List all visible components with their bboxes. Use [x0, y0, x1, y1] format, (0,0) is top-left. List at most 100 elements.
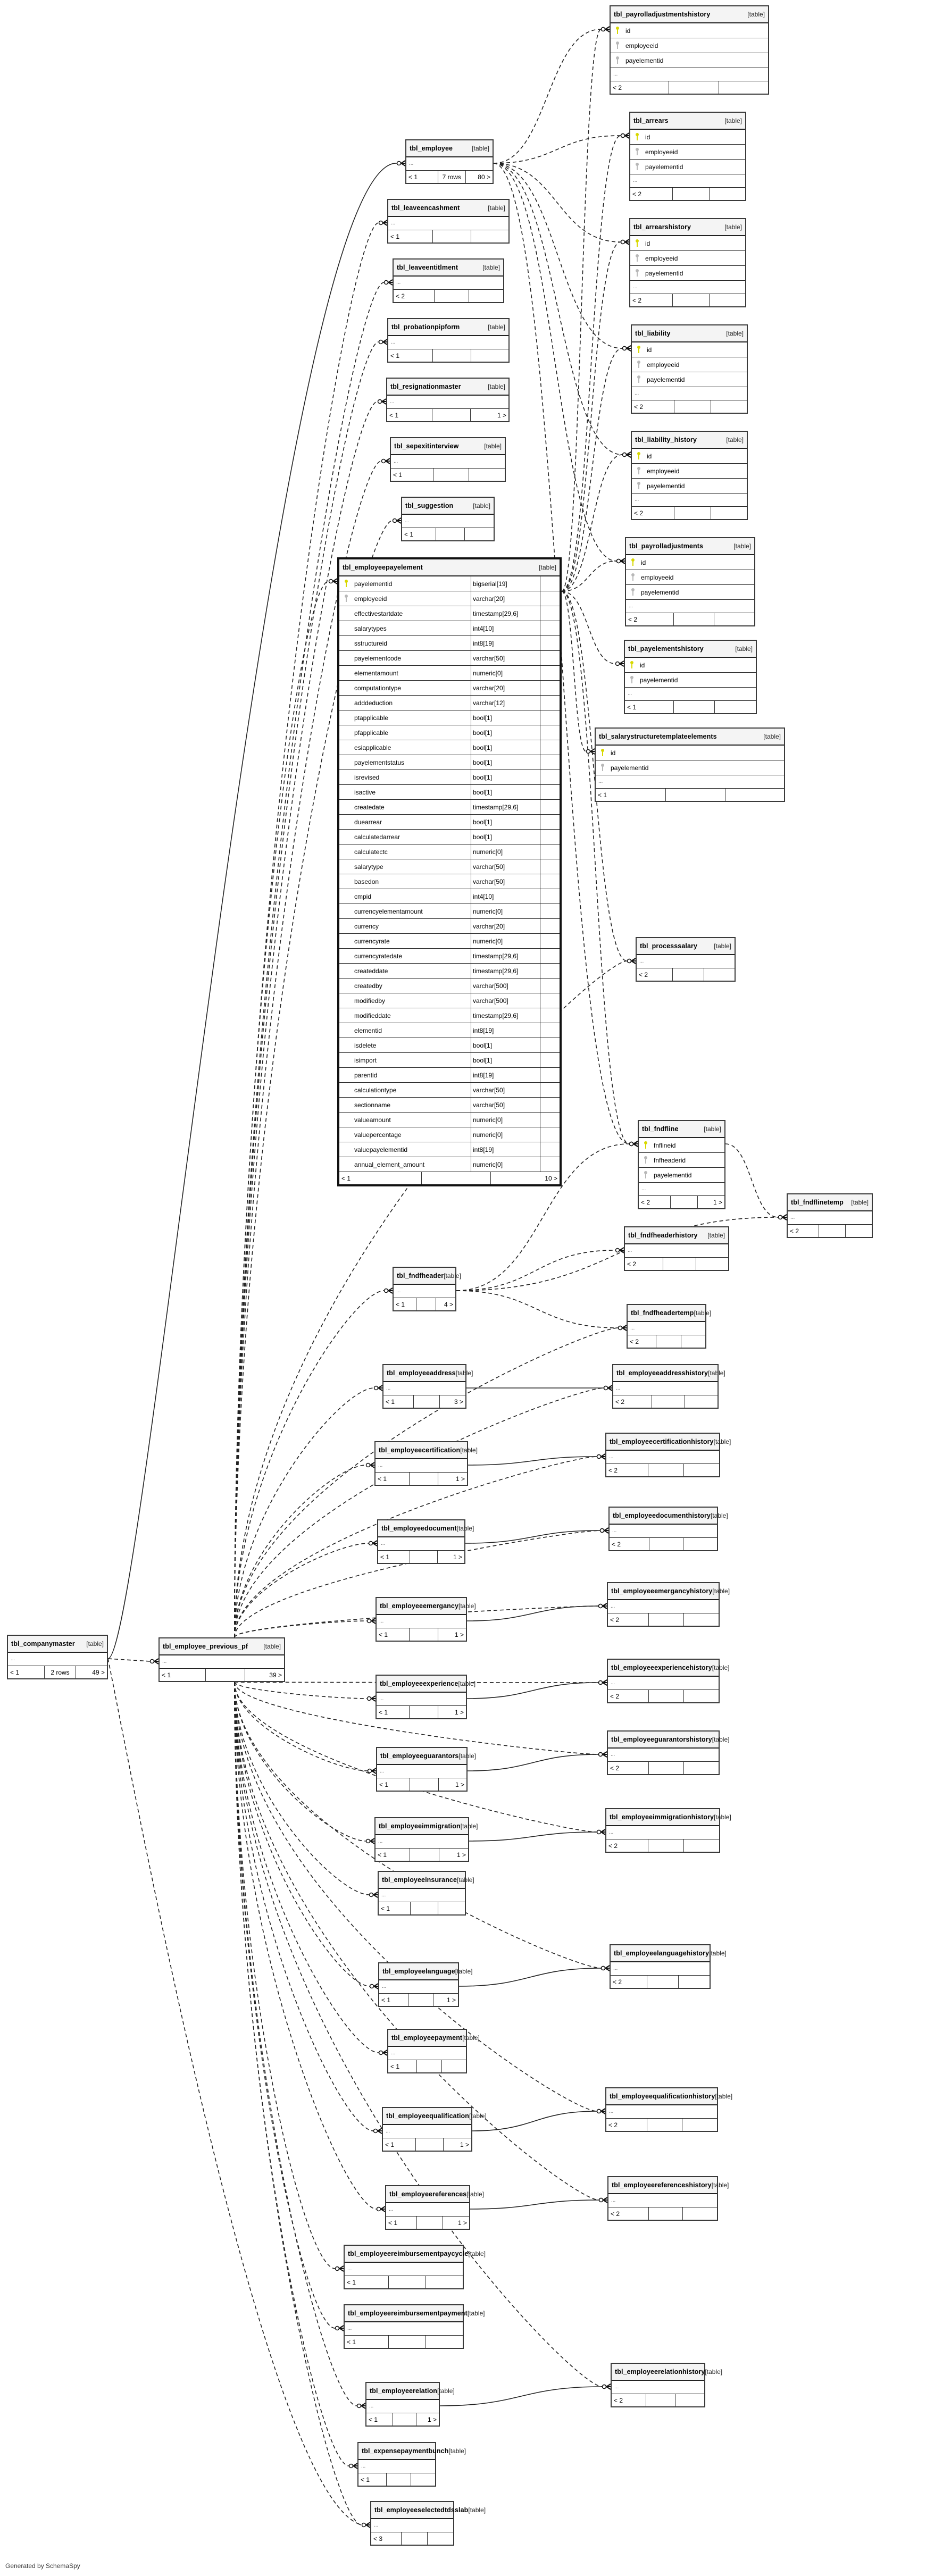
table-name[interactable]: tbl_expensepaymentbunch: [362, 2447, 449, 2455]
table-header[interactable]: tbl_arrears[table]: [630, 113, 745, 130]
table-header[interactable]: tbl_employeeaddress[table]: [383, 1365, 473, 1382]
parents-count[interactable]: < 1: [377, 1706, 410, 1718]
table-name[interactable]: tbl_fndflinetemp: [791, 1198, 844, 1206]
table-header[interactable]: tbl_employeecertificationhistory[table]: [606, 1434, 731, 1451]
children-count[interactable]: 1 >: [455, 1780, 464, 1788]
table-name[interactable]: tbl_companymaster: [11, 1640, 75, 1647]
children-count[interactable]: [711, 400, 747, 413]
table-name[interactable]: tbl_leaveentitlment: [397, 263, 458, 271]
more-columns-ellipsis[interactable]: ...: [345, 2263, 463, 2276]
more-columns-ellipsis[interactable]: ...: [608, 1677, 719, 1690]
parents-count[interactable]: < 2: [608, 2207, 649, 2220]
parents-count[interactable]: < 1: [383, 1395, 414, 1408]
more-columns-ellipsis[interactable]: ...: [387, 396, 508, 409]
table-name[interactable]: tbl_employeeselectedtdsslab: [374, 2506, 469, 2514]
more-columns-ellipsis[interactable]: ...: [612, 2381, 704, 2394]
more-columns-ellipsis[interactable]: ...: [388, 336, 508, 349]
table-name[interactable]: tbl_employeerelationhistory: [615, 2368, 705, 2376]
more-columns-ellipsis[interactable]: ...: [613, 1382, 718, 1395]
table-tbl-suggestion[interactable]: tbl_suggestion[table]...< 1: [401, 497, 495, 541]
table-header[interactable]: tbl_arrearshistory[table]: [630, 219, 745, 236]
column-row[interactable]: id: [626, 555, 754, 570]
parents-count[interactable]: < 1: [345, 2276, 389, 2288]
table-name[interactable]: tbl_payrolladjustments: [629, 542, 704, 550]
table-name[interactable]: tbl_probationpipform: [391, 323, 460, 331]
children-count[interactable]: 10 >: [545, 1174, 557, 1182]
children-count[interactable]: 1 >: [446, 1996, 456, 2004]
children-count[interactable]: 39 >: [269, 1671, 282, 1679]
table-header[interactable]: tbl_fndfheadertemp[table]: [628, 1305, 711, 1322]
column-row[interactable]: id: [630, 236, 745, 251]
children-count[interactable]: [714, 613, 754, 625]
parents-count[interactable]: < 1: [383, 2138, 416, 2151]
table-header[interactable]: tbl_employeeguarantors[table]: [377, 1748, 476, 1765]
table-name[interactable]: tbl_arrears: [633, 116, 669, 124]
table-name[interactable]: tbl_employeelanguage: [382, 1967, 455, 1975]
table-tbl-employeerelationhistory[interactable]: tbl_employeerelationhistory[table]...< 2: [611, 2363, 722, 2407]
table-name[interactable]: tbl_payrolladjustmentshistory: [614, 10, 711, 18]
children-count[interactable]: [683, 1538, 717, 1550]
table-tbl-leaveentitlment[interactable]: tbl_leaveentitlment[table]...< 2: [393, 258, 504, 303]
children-count[interactable]: 1 >: [454, 1630, 464, 1638]
children-count[interactable]: [710, 294, 745, 306]
more-columns-ellipsis[interactable]: ...: [406, 157, 493, 171]
table-name[interactable]: tbl_salarystructuretemplateelements: [599, 732, 717, 740]
parents-count[interactable]: < 1: [388, 230, 433, 242]
table-tbl-employeereimbursementpayment[interactable]: tbl_employeereimbursementpayment[table].…: [344, 2304, 485, 2349]
children-count[interactable]: 80 >: [478, 173, 490, 181]
children-count[interactable]: [469, 469, 505, 481]
column-row[interactable]: payelementid: [596, 760, 784, 775]
parents-count[interactable]: < 2: [639, 1196, 671, 1208]
table-header[interactable]: tbl_sepexitinterview[table]: [391, 438, 505, 455]
parents-count[interactable]: < 1: [387, 409, 432, 421]
parents-count[interactable]: < 2: [608, 1762, 649, 1774]
table-header[interactable]: tbl_employeeimmigration[table]: [376, 1818, 478, 1835]
parents-count[interactable]: < 2: [630, 294, 673, 306]
more-columns-ellipsis[interactable]: ...: [639, 1183, 724, 1196]
table-name[interactable]: tbl_fndfheaderhistory: [628, 1231, 698, 1239]
table-header[interactable]: tbl_employeeexperiencehistory[table]: [608, 1660, 730, 1677]
column-row[interactable]: payelementid: [639, 1168, 724, 1183]
table-header[interactable]: tbl_employeeemergancy[table]: [377, 1598, 476, 1615]
more-columns-ellipsis[interactable]: ...: [632, 387, 747, 400]
table-name[interactable]: tbl_employeecertification: [379, 1446, 461, 1454]
more-columns-ellipsis[interactable]: ...: [379, 1889, 465, 1902]
more-columns-ellipsis[interactable]: ...: [378, 1537, 464, 1551]
parents-count[interactable]: < 1: [345, 2336, 389, 2348]
column-row[interactable]: payelementid: [632, 372, 747, 387]
parents-count[interactable]: < 2: [608, 1690, 649, 1702]
more-columns-ellipsis[interactable]: ...: [377, 1693, 466, 1706]
more-columns-ellipsis[interactable]: ...: [608, 1600, 719, 1613]
more-columns-ellipsis[interactable]: ...: [383, 2125, 471, 2138]
table-name[interactable]: tbl_employeereferenceshistory: [612, 2181, 712, 2189]
table-tbl-salarystructuretemplateelements[interactable]: tbl_salarystructuretemplateelements[tabl…: [595, 727, 785, 802]
table-name[interactable]: tbl_employeecertificationhistory: [610, 1437, 714, 1445]
more-columns-ellipsis[interactable]: ...: [377, 1765, 466, 1778]
children-count[interactable]: 1 >: [713, 1198, 722, 1206]
table-name[interactable]: tbl_employeeaddresshistory: [616, 1369, 708, 1377]
children-count[interactable]: 1 >: [460, 2140, 469, 2148]
more-columns-ellipsis[interactable]: ...: [160, 1655, 284, 1669]
table-name[interactable]: tbl_employeeimmigration: [379, 1822, 461, 1830]
more-columns-ellipsis[interactable]: ...: [345, 2322, 463, 2336]
table-header[interactable]: tbl_fndfheaderhistory[table]: [625, 1227, 728, 1244]
table-header[interactable]: tbl_payrolladjustments[table]: [626, 538, 754, 555]
children-count[interactable]: 3 >: [454, 1398, 463, 1406]
more-columns-ellipsis[interactable]: ...: [625, 1244, 728, 1258]
table-header[interactable]: tbl_employeeexperience[table]: [377, 1676, 475, 1693]
table-name[interactable]: tbl_employeequalification: [386, 2112, 470, 2120]
more-columns-ellipsis[interactable]: ...: [611, 68, 768, 81]
table-header[interactable]: tbl_employeelanguage[table]: [379, 1963, 472, 1980]
